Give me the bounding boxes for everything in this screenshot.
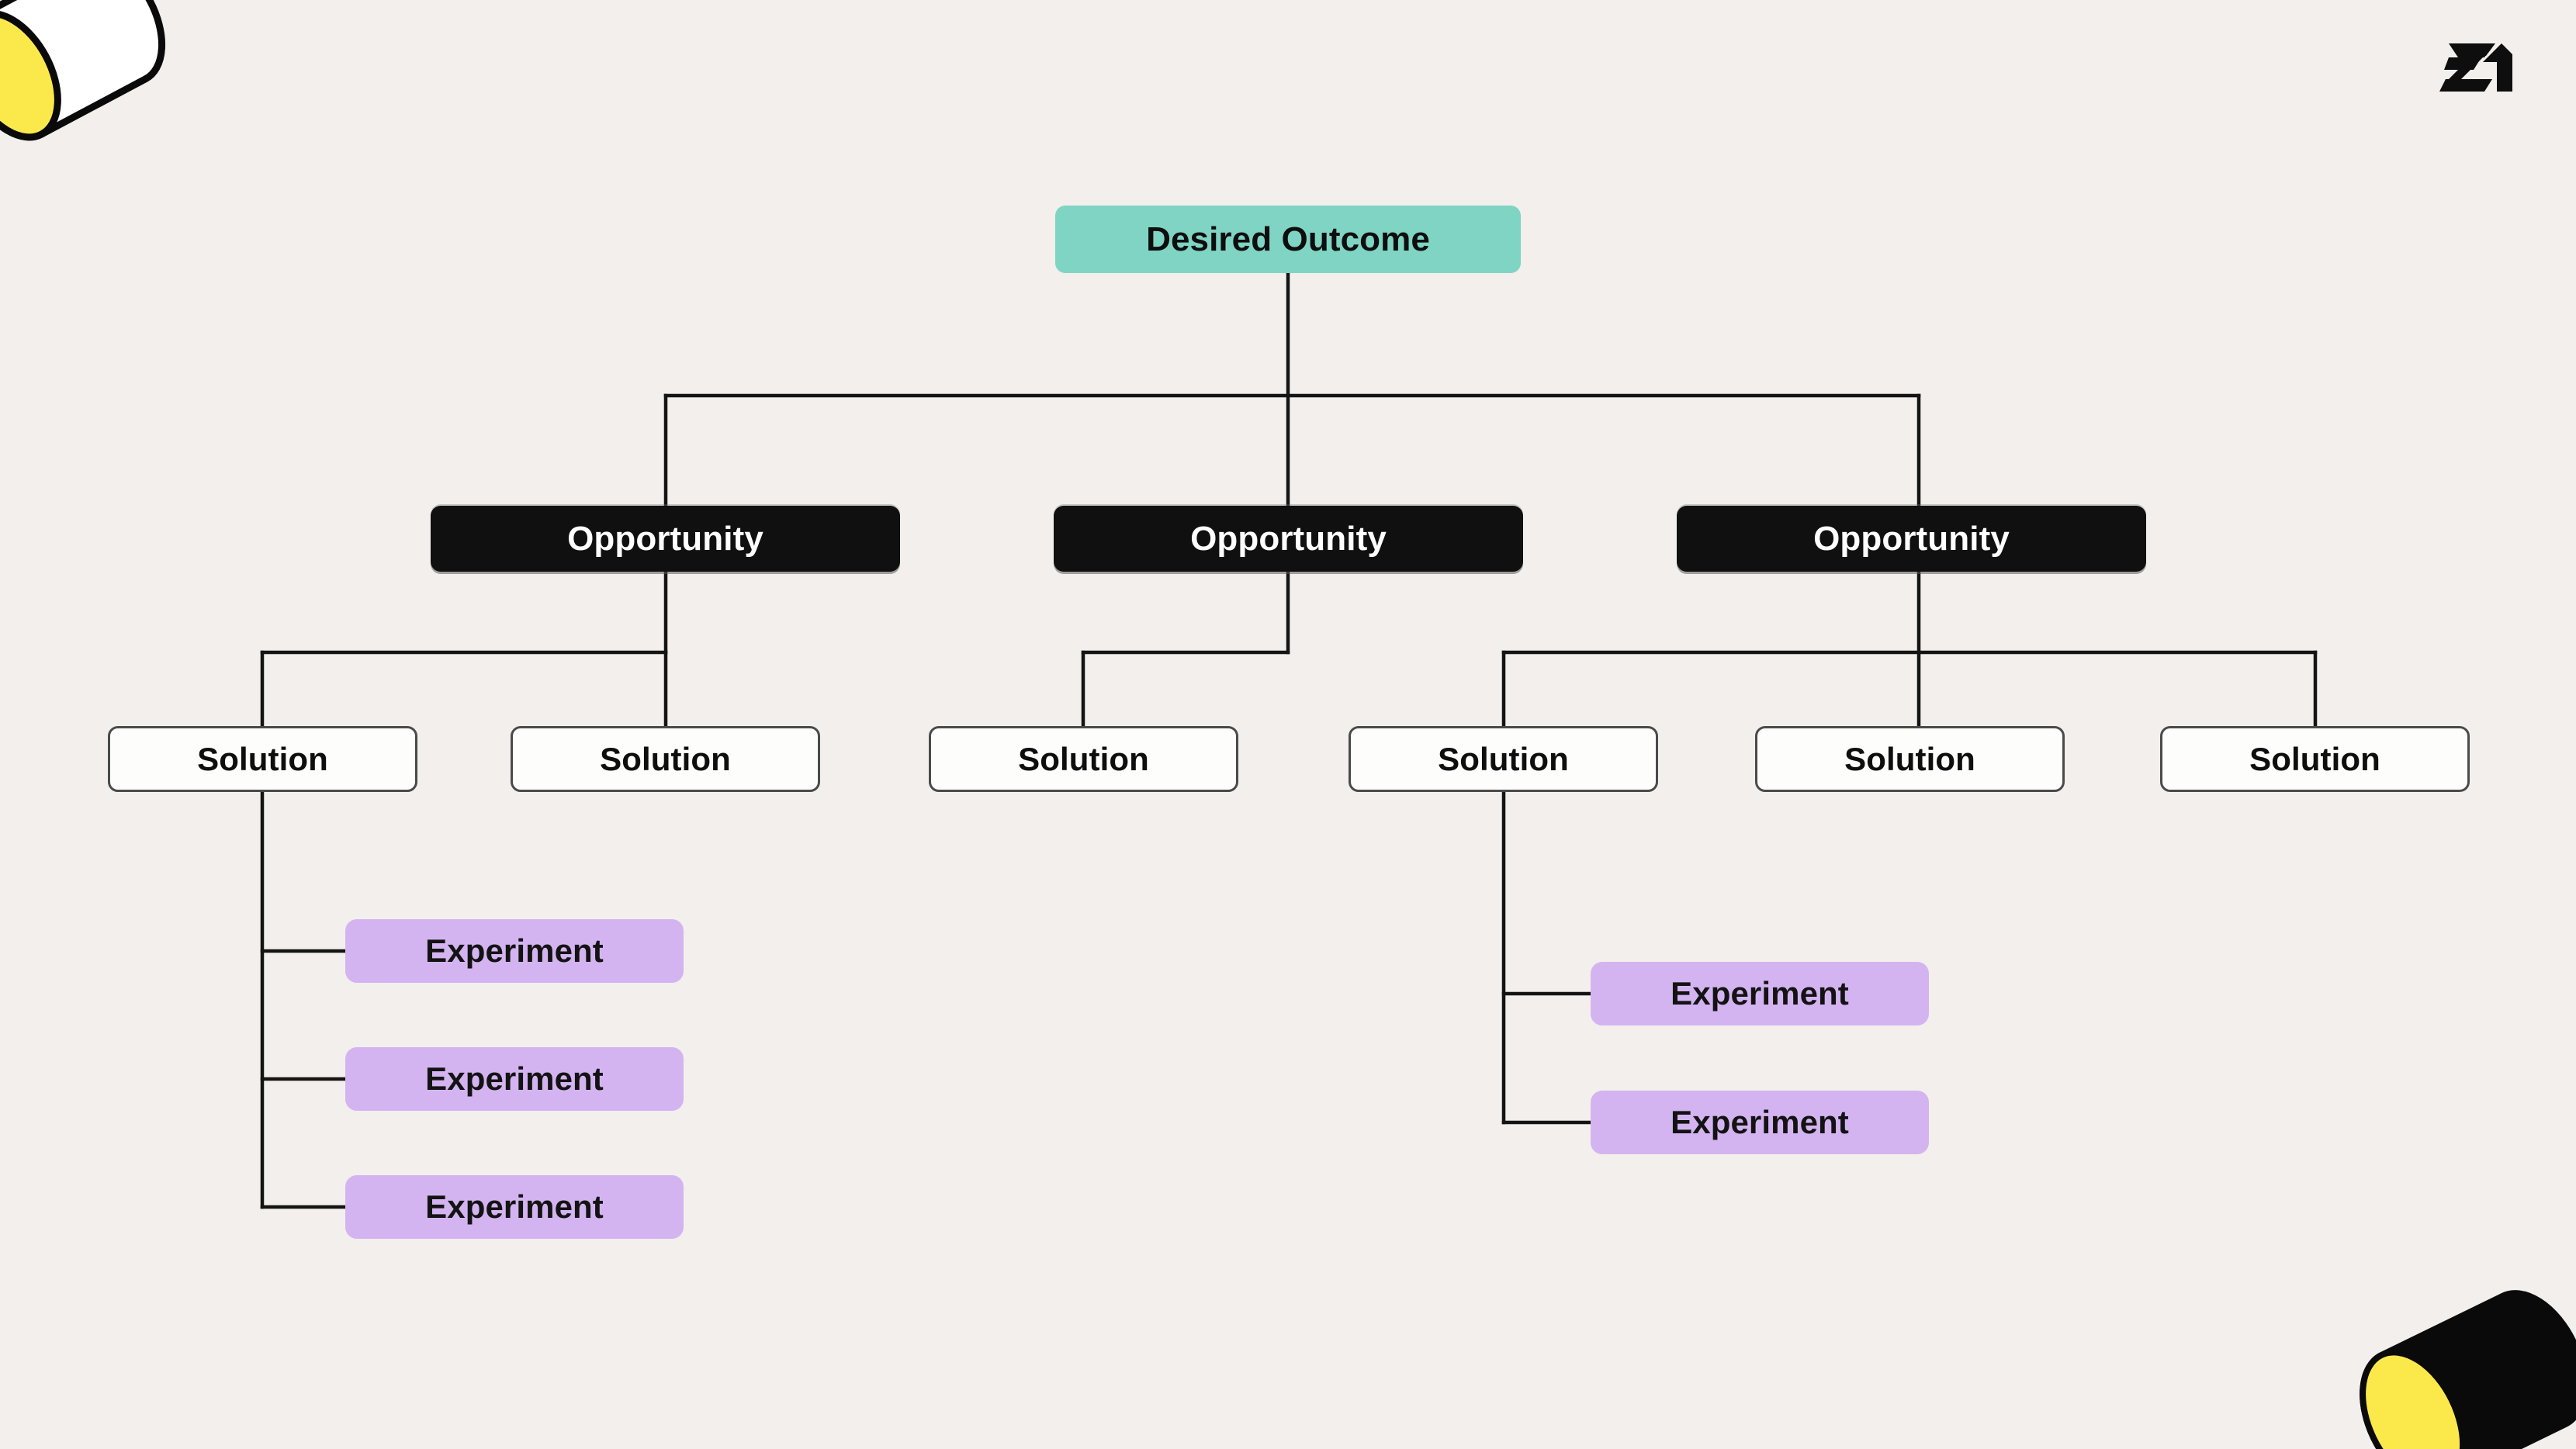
node-solution-6[interactable]: Solution [2160, 726, 2470, 792]
node-experiment-5[interactable]: Experiment [1591, 1091, 1929, 1154]
node-experiment-3[interactable]: Experiment [345, 1175, 684, 1239]
node-experiment-2[interactable]: Experiment [345, 1047, 684, 1111]
node-solution-5[interactable]: Solution [1755, 726, 2065, 792]
z1-logo [2439, 43, 2512, 92]
node-solution-1[interactable]: Solution [108, 726, 417, 792]
node-opportunity-2[interactable]: Opportunity [1054, 506, 1523, 572]
node-experiment-1[interactable]: Experiment [345, 919, 684, 983]
node-solution-4[interactable]: Solution [1349, 726, 1658, 792]
node-solution-3[interactable]: Solution [929, 726, 1238, 792]
node-solution-2[interactable]: Solution [511, 726, 820, 792]
node-opportunity-3[interactable]: Opportunity [1677, 506, 2146, 572]
node-desired-outcome[interactable]: Desired Outcome [1055, 206, 1521, 273]
node-opportunity-1[interactable]: Opportunity [431, 506, 900, 572]
node-experiment-4[interactable]: Experiment [1591, 962, 1929, 1025]
